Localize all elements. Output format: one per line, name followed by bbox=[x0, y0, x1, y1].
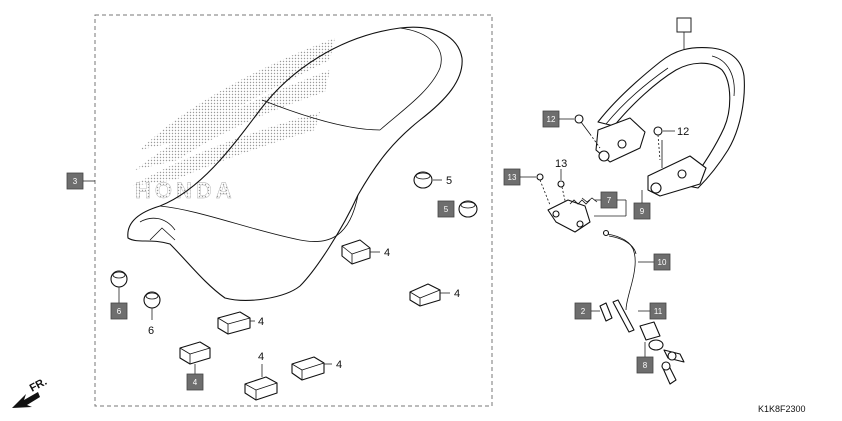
svg-text:4: 4 bbox=[258, 316, 264, 328]
rubber-block-4c: 4 bbox=[217, 311, 264, 335]
svg-text:12: 12 bbox=[547, 115, 556, 124]
callout-7: 7 bbox=[594, 191, 627, 217]
svg-text:2: 2 bbox=[581, 307, 586, 316]
svg-text:4: 4 bbox=[336, 359, 342, 371]
front-direction-indicator: FR. bbox=[12, 376, 49, 408]
svg-text:9: 9 bbox=[640, 207, 645, 216]
pin-2: 2 bbox=[574, 302, 613, 322]
svg-text:13: 13 bbox=[508, 173, 517, 182]
honda-logo-text: HONDA bbox=[135, 178, 236, 203]
svg-text:6: 6 bbox=[148, 325, 154, 337]
seat bbox=[127, 26, 463, 301]
rubber-block-4b: 4 bbox=[409, 283, 460, 307]
rubber-cushion-5a: 5 bbox=[413, 171, 452, 189]
svg-text:4: 4 bbox=[454, 288, 460, 300]
callout-3: 3 bbox=[66, 172, 95, 190]
key-cylinder-8: 8 bbox=[636, 321, 685, 385]
svg-text:7: 7 bbox=[607, 196, 612, 205]
svg-text:3: 3 bbox=[73, 177, 78, 186]
svg-text:4: 4 bbox=[258, 351, 264, 363]
seat-latch-bracket bbox=[547, 197, 598, 233]
rubber-cushion-6b: 6 bbox=[143, 291, 161, 337]
screw-13a: 13 bbox=[503, 168, 551, 206]
svg-text:4: 4 bbox=[193, 378, 198, 387]
svg-text:13: 13 bbox=[555, 158, 567, 170]
screw-13b: 13 bbox=[555, 158, 567, 206]
bolt-12b: 12 bbox=[653, 126, 689, 161]
svg-text:8: 8 bbox=[643, 361, 648, 370]
svg-text:12: 12 bbox=[677, 126, 689, 138]
seat-lock-cable: 10 bbox=[602, 229, 671, 311]
rubber-block-4f: 4 bbox=[291, 356, 342, 381]
seat-kit-outline bbox=[94, 14, 493, 407]
grab-rail bbox=[595, 46, 745, 197]
callout-9: 9 bbox=[633, 190, 651, 220]
rubber-block-4e: 4 bbox=[244, 351, 278, 401]
rod-11: 11 bbox=[612, 299, 667, 333]
bolt-12a: 12 bbox=[542, 110, 601, 149]
svg-text:5: 5 bbox=[446, 175, 452, 187]
rubber-cushion-5b: 5 bbox=[437, 200, 478, 218]
rubber-block-4a: 4 bbox=[341, 239, 390, 265]
callout-1-empty bbox=[676, 17, 692, 50]
honda-wing-logo: HONDA bbox=[132, 38, 335, 203]
drawing-code: K1K8F2300 bbox=[758, 404, 806, 414]
rubber-cushion-6a: 6 bbox=[110, 270, 128, 320]
rubber-block-4d: 4 bbox=[179, 341, 211, 391]
svg-text:10: 10 bbox=[658, 258, 667, 267]
svg-text:6: 6 bbox=[117, 307, 122, 316]
svg-text:FR.: FR. bbox=[28, 376, 49, 395]
svg-text:4: 4 bbox=[384, 247, 390, 259]
svg-text:11: 11 bbox=[654, 307, 663, 316]
svg-text:5: 5 bbox=[444, 205, 449, 214]
